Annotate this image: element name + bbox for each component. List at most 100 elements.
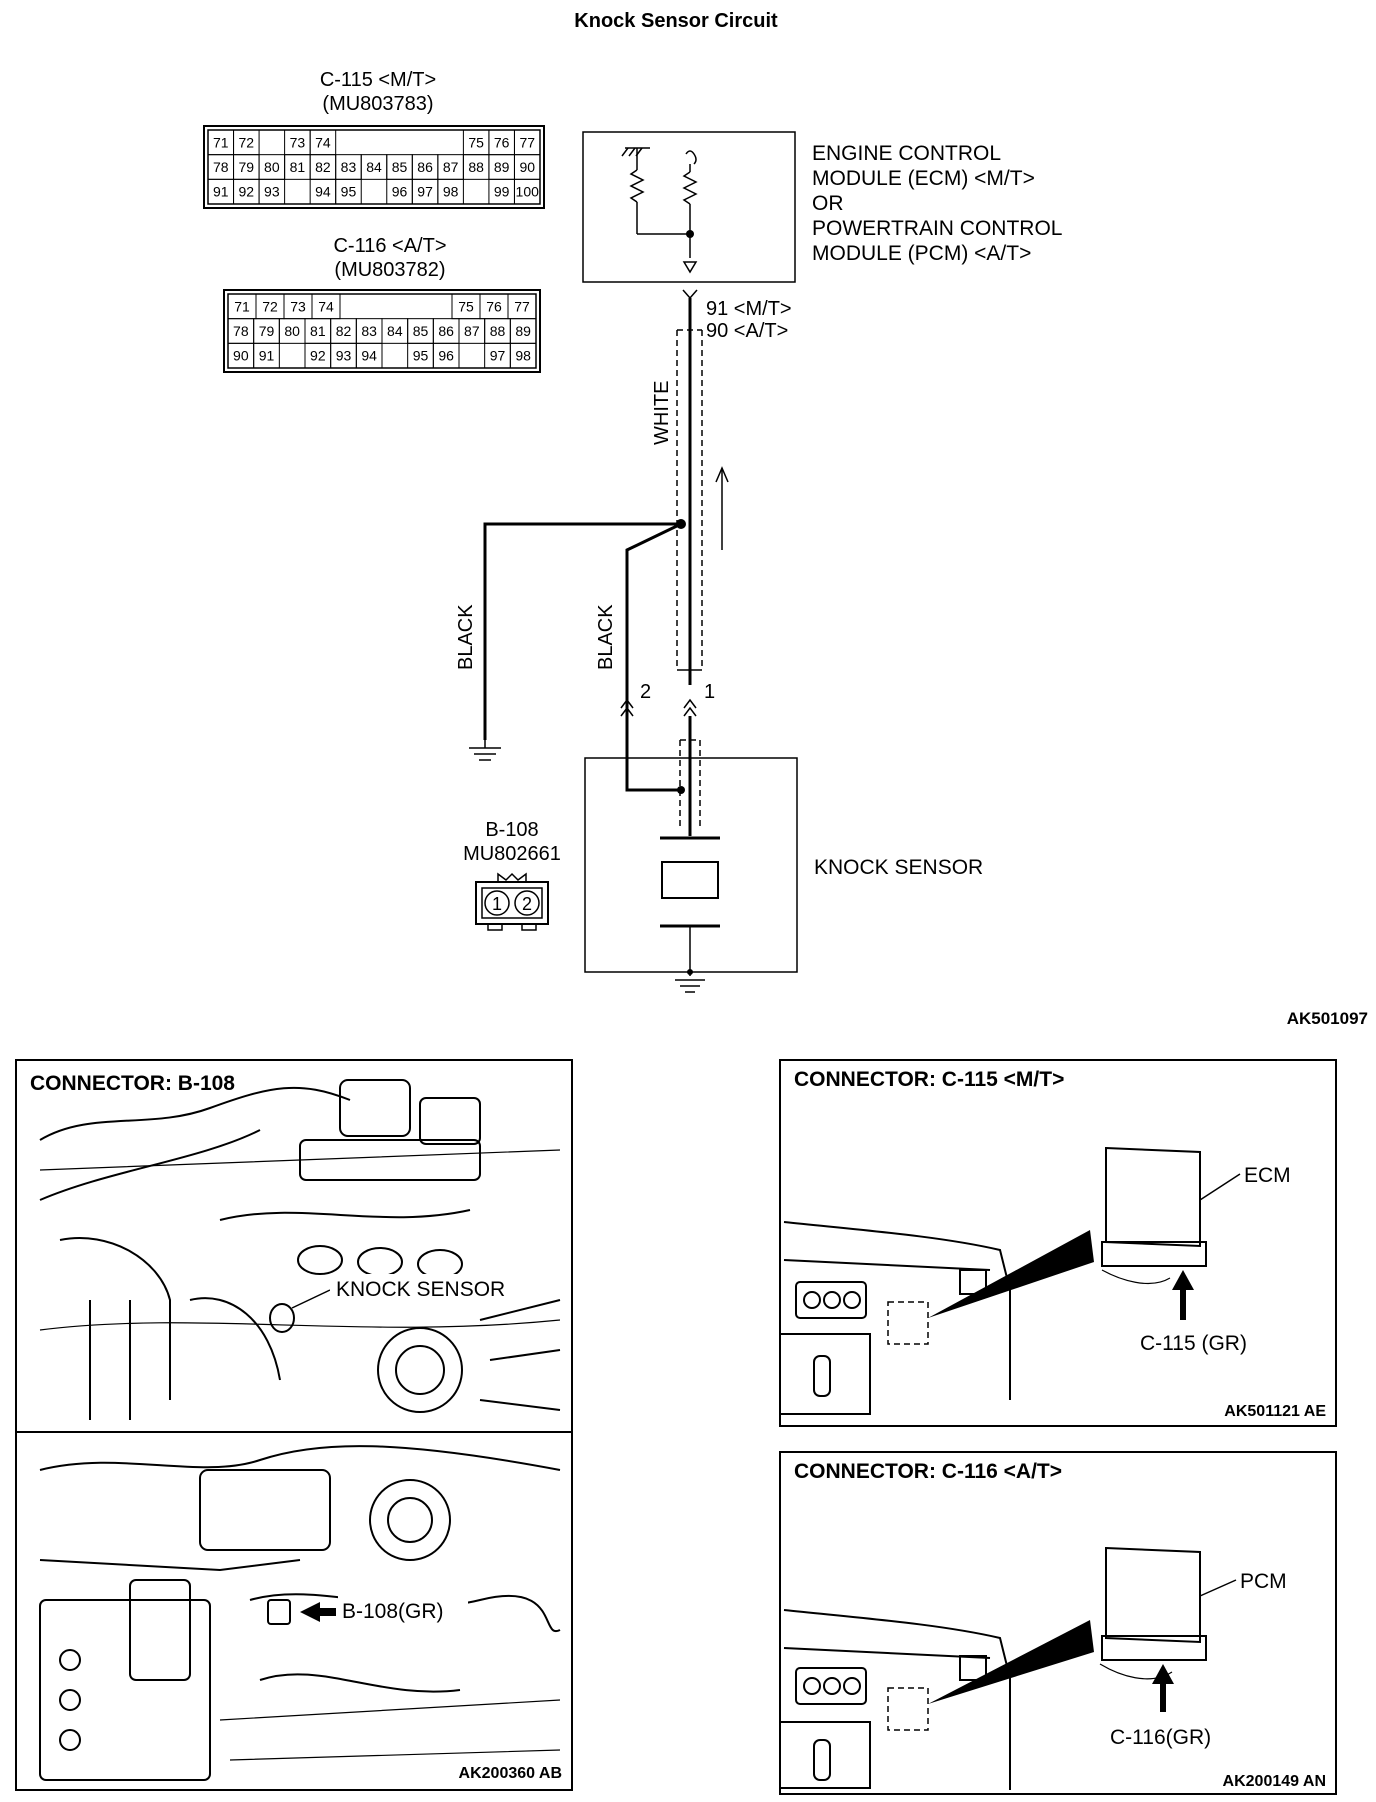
wire-black-left — [483, 522, 681, 740]
connector-pin-number: 77 — [514, 298, 530, 314]
connector-pin-number: 94 — [315, 184, 331, 200]
panel-b108-frame — [15, 1059, 573, 1791]
connector-pin-number: 95 — [413, 348, 429, 364]
ecm-connector-mark-icon — [682, 289, 698, 300]
connector-pin-number: 76 — [486, 298, 502, 314]
connector-b108-latch-icon — [497, 872, 527, 882]
connector-pin-number: 81 — [290, 159, 306, 175]
panel-c116: CONNECTOR: C-116 <A/T> PCM C-116(GR) AK2… — [779, 1451, 1337, 1795]
connector-pin-number: 84 — [366, 159, 382, 175]
ecm-box — [582, 131, 796, 283]
ecm-text-line3: OR — [812, 192, 844, 215]
c116-pointer-arrow-icon — [1152, 1664, 1174, 1712]
wire-label-white: WHITE — [651, 381, 673, 445]
connector-pin-number: 83 — [341, 159, 357, 175]
connector-pin-cell — [253, 342, 280, 369]
connector-pin-number: 87 — [464, 323, 480, 339]
connector-pin-number: 79 — [239, 159, 255, 175]
connector-pin-number: 97 — [490, 348, 506, 364]
connector-pin-number: 88 — [490, 323, 506, 339]
connector-pin-number: 90 — [233, 348, 249, 364]
connector-pin-number: 74 — [315, 134, 331, 150]
dashboard-sketch-c116 — [783, 1609, 1011, 1790]
connector-pin-number: 79 — [259, 323, 275, 339]
panel-c115-code: AK501121 AE — [1224, 1403, 1326, 1420]
engine-bay-photo-lower: B-108(GR) — [39, 1445, 561, 1781]
sensor-pin1-label: 1 — [704, 681, 715, 703]
connector-pin-number: 91 — [259, 348, 275, 364]
connector-pin-number: 99 — [494, 184, 510, 200]
engine-bay-photo-upper: KNOCK SENSOR — [39, 1079, 561, 1420]
connector-pin-number: 71 — [213, 134, 229, 150]
connector-pin-number: 93 — [336, 348, 352, 364]
knock-sensor-element-icon — [661, 861, 719, 899]
connector-pin-number: 93 — [264, 184, 280, 200]
connector-c115-part: (MU803783) — [322, 93, 433, 115]
connector-pin-number: 72 — [239, 134, 255, 150]
connector-pin-number: 87 — [443, 159, 459, 175]
sensor-pin2-label: 2 — [640, 681, 651, 703]
connector-pin-number: 80 — [264, 159, 280, 175]
connector-pin-cell — [335, 178, 362, 205]
b108-connector-photo-icon — [267, 1599, 291, 1625]
connector-c116-frame — [223, 289, 541, 373]
connector-pin-number: 95 — [341, 184, 357, 200]
panel-b108-connector-label: B-108(GR) — [342, 1600, 444, 1623]
sensor-shield-dot — [677, 786, 685, 794]
connector-pin-number: 78 — [213, 159, 229, 175]
connector-pin-number: 74 — [318, 298, 334, 314]
panel-c115: CONNECTOR: C-115 <M/T> ECM C-115 (GR) AK… — [779, 1059, 1337, 1427]
panel-c115-module-label: ECM — [1244, 1164, 1291, 1187]
connector-pin-number: 96 — [392, 184, 408, 200]
wiring: 91 <M/T> 90 <A/T> WHITE BLACK BLACK 2 — [455, 289, 792, 836]
connector-pin-number: 84 — [387, 323, 403, 339]
ecm-resistor-right-icon — [682, 171, 698, 205]
ecm-module: ENGINE CONTROL MODULE (ECM) <M/T> OR POW… — [582, 131, 1062, 283]
dashboard-sketch-c115 — [783, 1221, 1011, 1400]
connector-pin-number: 89 — [515, 323, 531, 339]
connector-pin-number: 86 — [438, 323, 454, 339]
connector-pin-cell — [432, 342, 460, 369]
panel-b108-knock-label: KNOCK SENSOR — [336, 1278, 505, 1301]
connector-pin-number: 81 — [310, 323, 326, 339]
connector-pin-number: 86 — [417, 159, 433, 175]
connector-pin-number: 92 — [310, 348, 326, 364]
ecm-terminal-icon — [682, 261, 698, 274]
c115-callout-wedge — [928, 1230, 1094, 1318]
connector-pin-number: 91 — [213, 184, 229, 200]
connector-pin-number: 96 — [438, 348, 454, 364]
connector-pin-number: 98 — [443, 184, 459, 200]
connector-pin-cell — [509, 342, 537, 369]
panel-b108-code: AK200360 AB — [459, 1765, 562, 1782]
connector-pin-number: 89 — [494, 159, 510, 175]
wire-label-black-left: BLACK — [455, 604, 477, 670]
diagram-code: AK501097 — [1287, 1009, 1368, 1028]
page-title: Knock Sensor Circuit — [574, 10, 778, 32]
connector-pin-number: 98 — [515, 348, 531, 364]
sensor-pin1-connector-icon — [683, 698, 697, 709]
connector-pin-number: 76 — [494, 134, 510, 150]
ecm-text-line2: MODULE (ECM) <M/T> — [812, 167, 1035, 190]
connector-pin-number: 82 — [336, 323, 352, 339]
connector-pin-number: 92 — [239, 184, 255, 200]
connector-b108: B-108 MU802661 1 2 — [463, 819, 561, 931]
connector-pin-number: 71 — [234, 298, 250, 314]
panel-c116-title: CONNECTOR: C-116 <A/T> — [794, 1460, 1062, 1483]
panel-c115-frame — [779, 1059, 1337, 1427]
panel-b108-title: CONNECTOR: B-108 — [30, 1072, 235, 1095]
wire-black-right — [625, 522, 682, 792]
ecm-resistor-left-icon — [629, 169, 645, 203]
connector-pin-number: 82 — [315, 159, 331, 175]
knock-sensor: KNOCK SENSOR — [584, 757, 983, 993]
pcm-unit-icon — [1105, 1546, 1201, 1644]
connector-pin-number: 90 — [519, 159, 535, 175]
connector-pin-number: 85 — [392, 159, 408, 175]
connector-pin-number: 75 — [458, 298, 474, 314]
connector-pin-cell — [513, 178, 541, 205]
connector-pin-number: 77 — [519, 134, 535, 150]
c115-location-marker — [887, 1301, 929, 1345]
connector-c115-label: C-115 <M/T> — [320, 69, 436, 91]
